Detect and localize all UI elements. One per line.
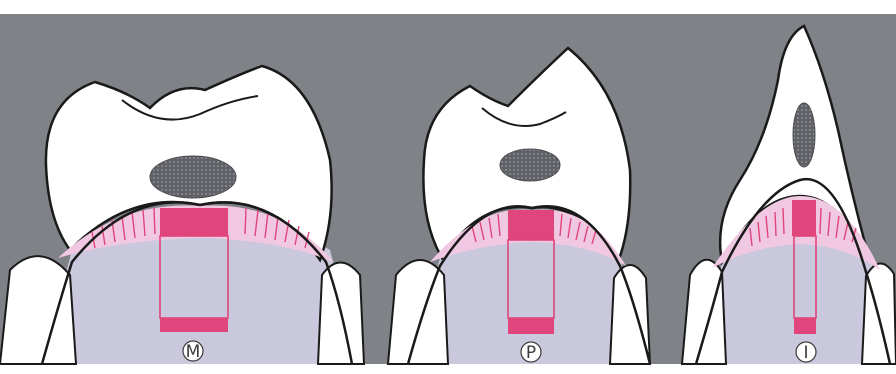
neighbor-tooth-right <box>610 265 650 364</box>
panel-label: I <box>803 343 808 363</box>
neighbor-tooth-left <box>0 256 76 364</box>
attachment-block <box>792 200 816 236</box>
attachment-block <box>160 208 228 236</box>
pulp-chamber <box>500 149 560 181</box>
pulp-chamber <box>150 156 236 198</box>
probe-tip <box>160 318 228 332</box>
probe-tip <box>508 318 554 334</box>
attachment-block <box>508 210 554 240</box>
panel-label: P <box>526 343 536 363</box>
probe-tip <box>794 318 816 334</box>
pulp-chamber <box>793 103 815 167</box>
neighbor-tooth-left <box>388 260 448 364</box>
panel-label: M <box>186 342 201 362</box>
